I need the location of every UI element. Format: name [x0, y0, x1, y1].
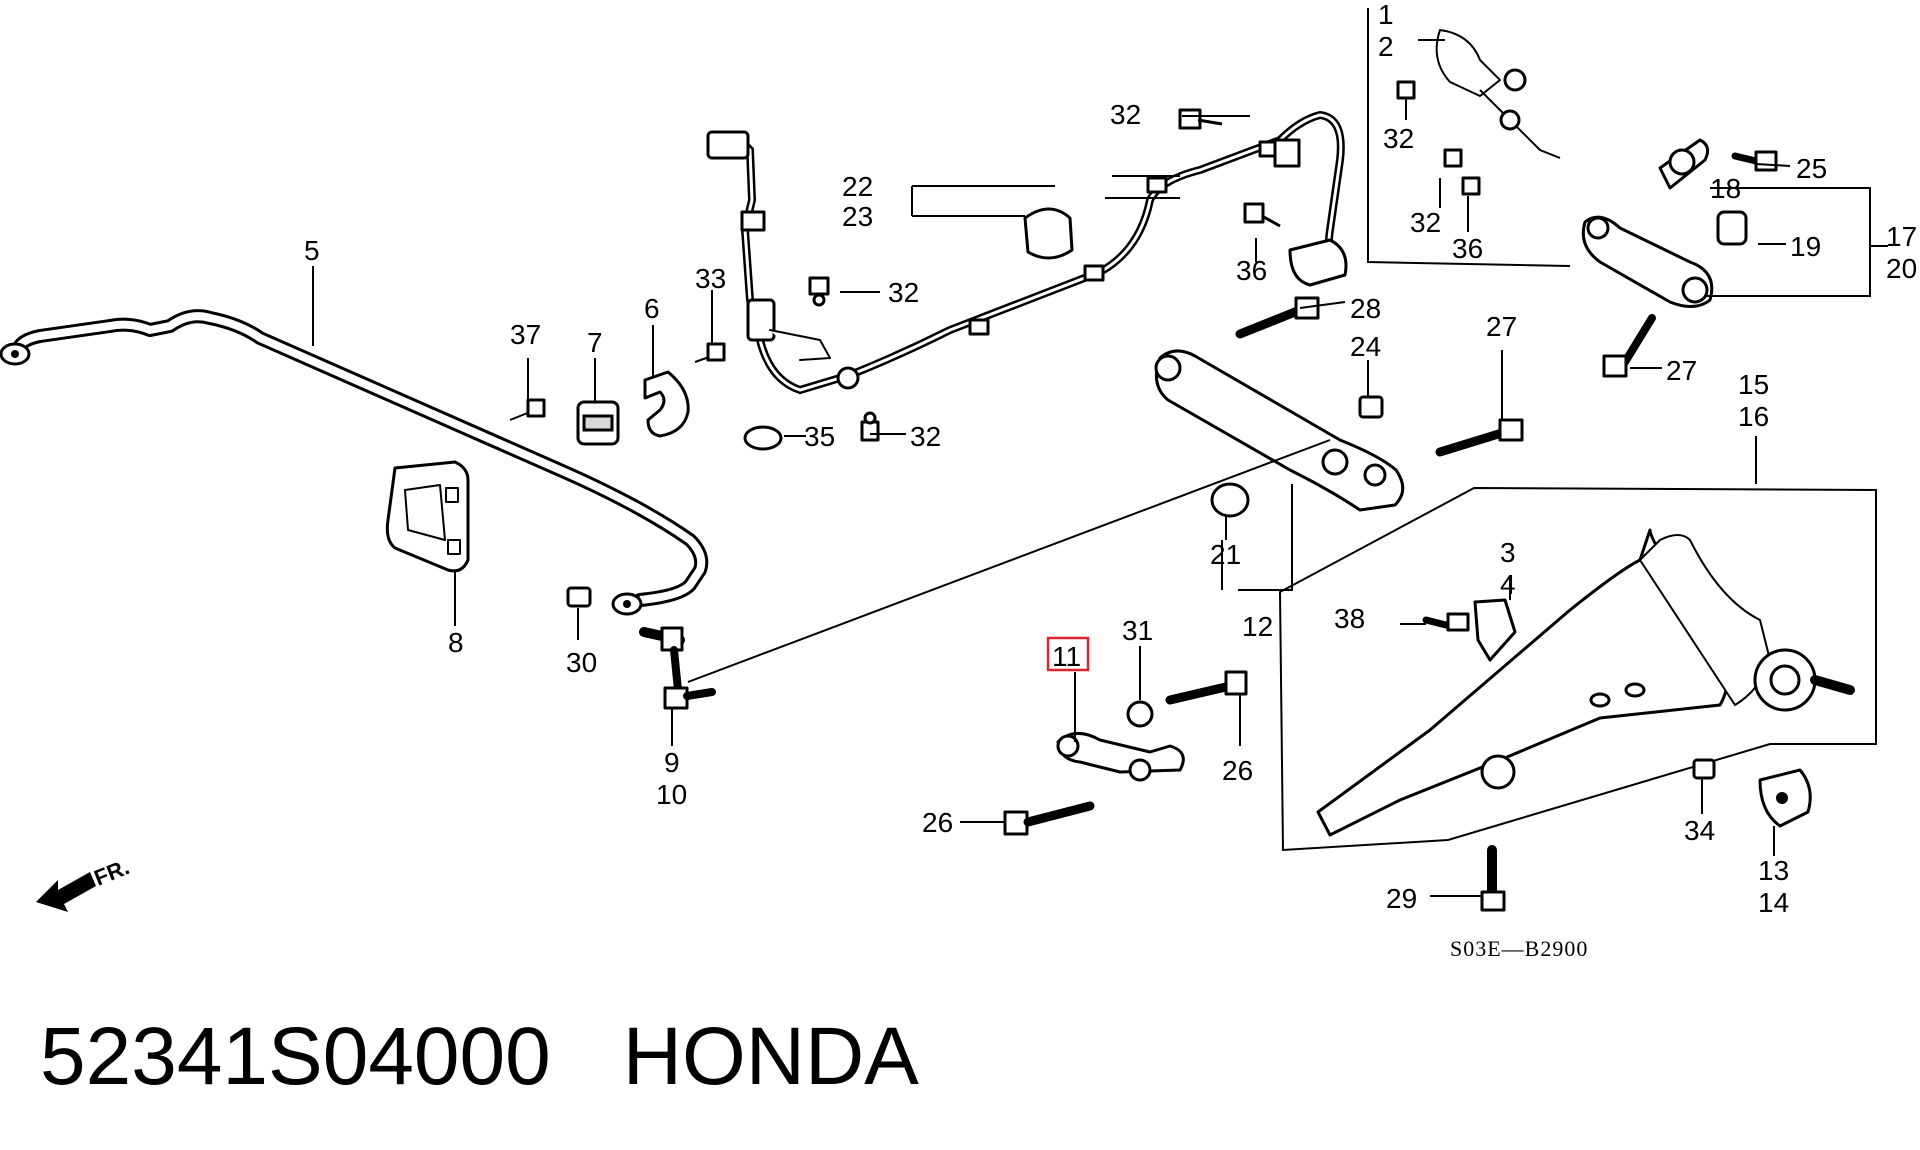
- bolt-32-lower: [860, 411, 880, 442]
- stopper-13-14: [1758, 768, 1812, 828]
- callout-13: 13: [1758, 855, 1789, 886]
- callout-35: 35: [804, 421, 835, 452]
- nut-24: [1358, 395, 1384, 419]
- bolt-27-right: [1602, 314, 1656, 378]
- bushing-18: [1658, 138, 1710, 190]
- trailing-arm: [1278, 486, 1877, 852]
- brand-name: HONDA: [622, 1011, 919, 1102]
- callout-32: 32: [1110, 99, 1141, 130]
- stabilizer-link: [639, 626, 716, 710]
- bolt-28: [1235, 296, 1320, 339]
- front-label: FR.: [91, 854, 133, 890]
- abs-sensor-harness: [706, 110, 1348, 395]
- callout-7: 7: [587, 327, 603, 358]
- bolt-29: [1480, 845, 1506, 912]
- nut-34: [1692, 758, 1716, 780]
- callout-26: 26: [1222, 755, 1253, 786]
- callout-27: 27: [1666, 355, 1697, 386]
- reference-code: S03E—B2900: [1450, 936, 1588, 961]
- callout-6: 6: [644, 293, 660, 324]
- callout-32: 32: [1410, 207, 1441, 238]
- inset-frame: [1367, 8, 1571, 267]
- part-caption: 52341S04000 HONDA: [40, 1010, 919, 1104]
- bolt-25: [1731, 150, 1778, 172]
- callout-10: 10: [656, 779, 687, 810]
- bolt-32-cable: [808, 276, 830, 307]
- grommet-35: [743, 425, 783, 451]
- callout-26: 26: [922, 807, 953, 838]
- part-number: 52341S04000: [40, 1011, 551, 1102]
- upper-arm: [1581, 215, 1714, 308]
- callout-8: 8: [448, 627, 464, 658]
- stabilizer-holder: [643, 370, 690, 438]
- callout-17: 17: [1886, 221, 1917, 252]
- callout-32: 32: [1383, 123, 1414, 154]
- callout-14: 14: [1758, 887, 1789, 918]
- callout-1: 1: [1378, 0, 1394, 30]
- callout-36: 36: [1236, 255, 1267, 286]
- bolt-26-upper: [1165, 670, 1248, 705]
- bolt-36-upper: [1243, 202, 1281, 228]
- callout-33: 33: [695, 263, 726, 294]
- bolt-26-lower: [1003, 801, 1095, 836]
- callout-2: 2: [1378, 31, 1394, 62]
- callout-32: 32: [910, 421, 941, 452]
- bushing-21: [1210, 482, 1250, 518]
- callout-labels: 1 2 32 32 36 32 22 23 36 32 33 28 27 24 …: [304, 0, 1917, 918]
- highlight-box: [1046, 636, 1090, 672]
- bolt-32-top: [1178, 108, 1223, 130]
- clip-22-23: [1023, 207, 1074, 260]
- callout-28: 28: [1350, 293, 1381, 324]
- callout-9: 9: [664, 747, 680, 778]
- callout-30: 30: [566, 647, 597, 678]
- callout-3: 3: [1500, 537, 1516, 568]
- callout-25: 25: [1796, 153, 1827, 184]
- callout-5: 5: [304, 235, 320, 266]
- leader-lines: [312, 39, 1888, 897]
- callout-12: 12: [1242, 611, 1273, 642]
- callout-20: 20: [1886, 253, 1917, 284]
- washer-31: [1126, 700, 1154, 728]
- callout-22: 22: [842, 171, 873, 202]
- nut-30: [566, 586, 592, 608]
- bolt-27-left: [1435, 418, 1524, 457]
- callout-16: 16: [1738, 401, 1769, 432]
- stabilizer-bushing: [576, 400, 620, 446]
- callout-18: 18: [1710, 173, 1741, 204]
- callout-27: 27: [1486, 311, 1517, 342]
- callout-36: 36: [1452, 233, 1483, 264]
- callout-32: 32: [888, 277, 919, 308]
- callout-21: 21: [1210, 539, 1241, 570]
- compensator-arm-11: [1056, 732, 1185, 782]
- front-arrow-icon: FR.: [36, 854, 133, 912]
- bolt-38: [1422, 612, 1470, 632]
- bolt-37: [509, 398, 546, 421]
- lower-arm: [1154, 349, 1405, 512]
- stabilizer-bracket: [385, 460, 470, 573]
- callout-29: 29: [1386, 883, 1417, 914]
- callout-24: 24: [1350, 331, 1381, 362]
- callout-19: 19: [1790, 231, 1821, 262]
- callout-11: 11: [1052, 641, 1081, 672]
- callout-15: 15: [1738, 369, 1769, 400]
- callout-31: 31: [1122, 615, 1153, 646]
- stabilizer-bar: [0, 309, 709, 616]
- bolt-33: [694, 342, 726, 363]
- callout-37: 37: [510, 319, 541, 350]
- callout-34: 34: [1684, 815, 1715, 846]
- bracket-3-4: [1473, 598, 1517, 662]
- callout-38: 38: [1334, 603, 1365, 634]
- callout-23: 23: [842, 201, 873, 232]
- callout-4: 4: [1500, 569, 1516, 600]
- bushing-19: [1716, 210, 1748, 246]
